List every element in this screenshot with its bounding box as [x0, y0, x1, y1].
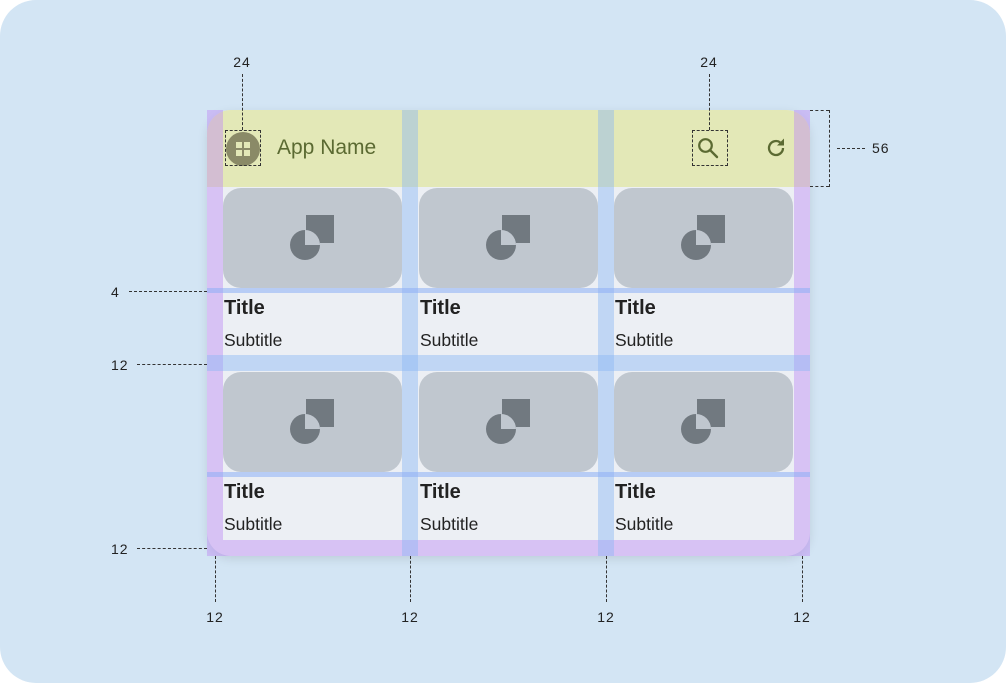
measure-line	[810, 186, 829, 187]
card-title: Title	[224, 481, 265, 503]
column-gutter-label: 12	[401, 609, 419, 625]
bottom-margin-overlay	[223, 540, 794, 556]
card-subtitle: Subtitle	[420, 330, 479, 350]
card-title: Title	[420, 481, 461, 503]
column-gutter-overlay	[598, 110, 614, 556]
app-bar-height-label: 56	[872, 140, 890, 156]
shapes-icon	[290, 215, 334, 260]
measure-line	[137, 548, 207, 549]
search-icon[interactable]	[696, 136, 720, 160]
refresh-icon[interactable]	[764, 136, 788, 160]
measure-line	[410, 556, 411, 602]
shapes-icon	[681, 215, 725, 260]
bottom-margin-label: 12	[111, 541, 129, 557]
card-subtitle: Subtitle	[615, 514, 674, 534]
card-title: Title	[615, 481, 656, 503]
card-media	[223, 372, 402, 472]
card-title: Title	[224, 297, 265, 319]
measure-line	[837, 148, 865, 149]
measure-line	[802, 556, 803, 602]
card-media	[614, 188, 793, 288]
icon-size-label: 24	[233, 54, 251, 70]
card-subtitle: Subtitle	[420, 514, 479, 534]
measure-line	[215, 556, 216, 602]
card-media	[614, 372, 793, 472]
card-subtitle: Subtitle	[615, 330, 674, 350]
shapes-icon	[486, 399, 530, 444]
card-gap-overlay	[207, 472, 810, 477]
app-logo-icon[interactable]	[226, 132, 260, 166]
row-gutter-overlay	[207, 355, 810, 371]
card-media	[223, 188, 402, 288]
measure-line	[606, 556, 607, 602]
card-subtitle: Subtitle	[224, 514, 283, 534]
shapes-icon	[290, 399, 334, 444]
card-title: Title	[420, 297, 461, 319]
row-gutter-label: 12	[111, 357, 129, 373]
measure-line	[137, 364, 207, 365]
icon-size-label: 24	[700, 54, 718, 70]
card-media	[419, 372, 598, 472]
card-title: Title	[615, 297, 656, 319]
card-gap-label: 4	[111, 284, 120, 300]
measure-line	[709, 74, 710, 130]
icon-size-box	[225, 130, 261, 166]
right-margin-overlay	[794, 110, 810, 556]
shapes-icon	[486, 215, 530, 260]
column-gutter-label: 12	[206, 609, 224, 625]
icon-size-box	[692, 130, 728, 166]
column-gutter-overlay	[402, 110, 418, 556]
app-title: App Name	[277, 136, 377, 159]
measure-line	[242, 74, 243, 130]
app-window: App Name Title Subtitle	[207, 110, 810, 556]
shapes-icon	[681, 399, 725, 444]
card-gap-overlay	[207, 288, 810, 293]
column-gutter-label: 12	[793, 609, 811, 625]
measure-line	[129, 291, 207, 292]
card-media	[419, 188, 598, 288]
card-subtitle: Subtitle	[224, 330, 283, 350]
measure-line	[810, 110, 829, 111]
column-gutter-label: 12	[597, 609, 615, 625]
left-margin-overlay	[207, 110, 223, 556]
measure-line	[829, 110, 830, 187]
